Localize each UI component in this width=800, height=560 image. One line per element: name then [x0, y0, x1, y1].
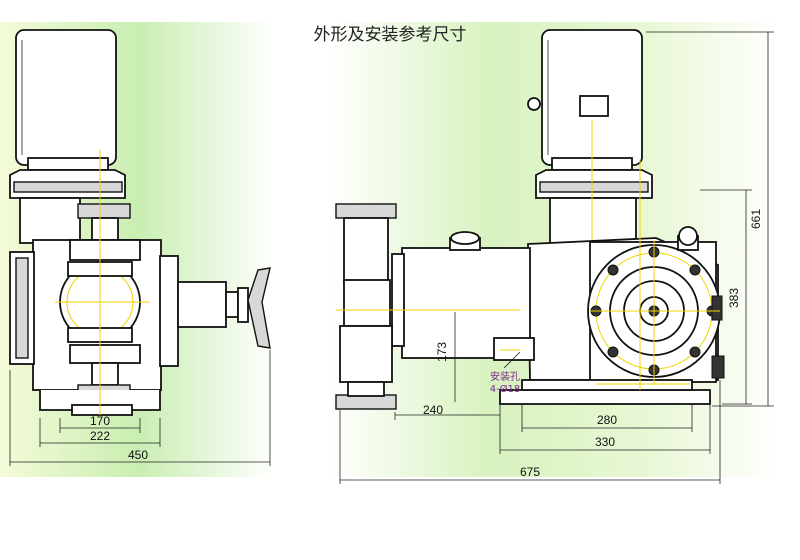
- front-motor: [15, 29, 117, 166]
- front-top-valve: [77, 203, 131, 219]
- side-base-plate: [499, 389, 711, 405]
- front-handwheel: [247, 267, 271, 349]
- drawing-title: 外形及安装参考尺寸: [314, 25, 467, 45]
- dim-280: 280: [597, 413, 617, 427]
- dim-240: 240: [423, 403, 443, 417]
- dim-222: 222: [90, 429, 110, 443]
- dim-450: 450: [128, 448, 148, 462]
- dim-173: 173: [435, 342, 449, 362]
- dim-170: 170: [90, 414, 110, 428]
- front-stroke-adjuster: [177, 281, 227, 328]
- side-view: 安装孔 4-Ø18 173 240 280 330 675 383: [335, 29, 774, 484]
- side-adjust-knob: [678, 226, 698, 246]
- dim-330: 330: [595, 435, 615, 449]
- mount-hole-label: 安装孔: [490, 370, 520, 383]
- dim-675: 675: [520, 465, 540, 479]
- side-bottom-valve: [335, 394, 397, 410]
- side-top-valve: [335, 203, 397, 219]
- dim-661: 661: [749, 209, 763, 229]
- dim-383: 383: [727, 288, 741, 308]
- front-view: 170 222 450: [9, 29, 271, 466]
- mount-hole-spec: 4-Ø18: [490, 383, 521, 395]
